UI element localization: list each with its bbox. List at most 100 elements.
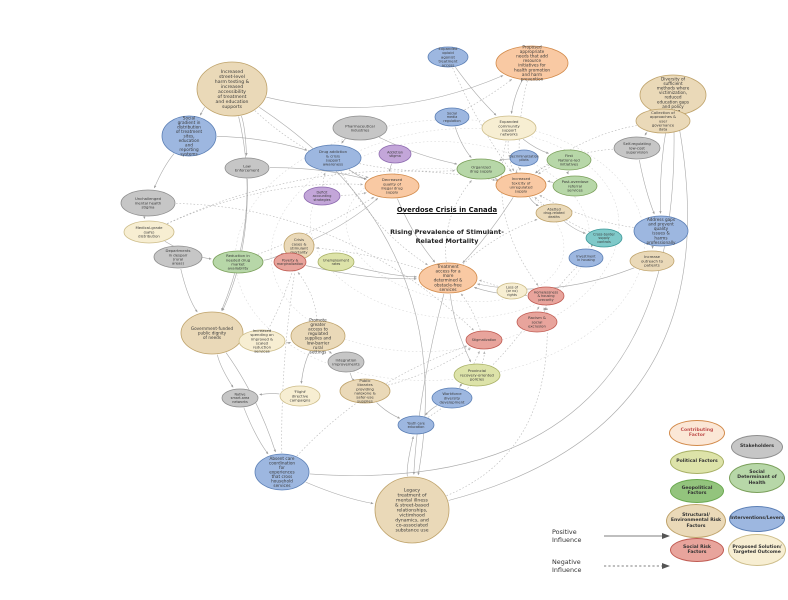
structural-node-shape [290, 320, 346, 352]
positive-influence-edge [412, 293, 445, 475]
sdoh-node-shape [212, 250, 264, 274]
social_risk-node-shape [527, 286, 565, 306]
positive-influence-edge [454, 126, 472, 158]
positive-influence-edge [328, 350, 332, 354]
interventions-node-shape [431, 387, 473, 409]
positive-influence-edge [180, 268, 198, 313]
interventions-node-shape [397, 415, 435, 435]
positive-influence-edge [462, 197, 514, 264]
negative-influence-edge [254, 110, 369, 179]
legend-item-stakeholders: Stakeholders [731, 435, 783, 459]
positive-influence-edge [259, 106, 426, 476]
proposed-node-shape [238, 329, 286, 353]
positive-influence-edge [388, 163, 392, 172]
positive-influence-edge [547, 179, 554, 183]
sdoh-node-shape [456, 158, 506, 180]
positive-influence-edge [199, 106, 205, 116]
legend-item-sdoh: Social Determinant of Health [729, 463, 785, 493]
positive-influence-edge [313, 198, 379, 240]
negative-influence-edge [481, 351, 486, 364]
positive-influence-edge [305, 265, 417, 281]
node-label: Stigmatization [472, 338, 497, 342]
negative-influence-edge [516, 166, 520, 172]
structural-node-shape [339, 378, 391, 404]
contributing-node-shape [364, 173, 420, 199]
interventions-node-shape [568, 248, 604, 268]
political-node-shape [453, 363, 501, 387]
interventions-node-shape [304, 144, 362, 172]
stakeholders-node-shape [221, 388, 259, 408]
positive-influence-edge [349, 372, 355, 382]
node-rights[interactable]: Loss of(or no)rightsLoss of (or no) righ… [496, 282, 528, 300]
positive-influence-edge [449, 293, 472, 363]
positive-influence-edge [348, 169, 367, 180]
negative-influence-edge [446, 307, 549, 496]
legend-item-geopolitical: Geopolitical Factors [670, 479, 724, 503]
positive-influence-edge [510, 80, 523, 114]
interventions-node-shape [633, 215, 689, 247]
node-poverty[interactable]: Poverty &marginalizationPoverty & margin… [273, 252, 307, 272]
node-safedist[interactable]: Medical-grade(safe)distributionMedical-g… [123, 220, 175, 244]
node-stigmatization[interactable]: StigmatizationStigmatization [465, 330, 503, 350]
positive-influence-edge [406, 436, 414, 477]
positive-influence-arrow-icon [604, 533, 670, 539]
legend-item-political: Political Factors [670, 450, 724, 474]
positive-influence-edge [651, 245, 654, 249]
positive-influence-edge [499, 158, 510, 161]
